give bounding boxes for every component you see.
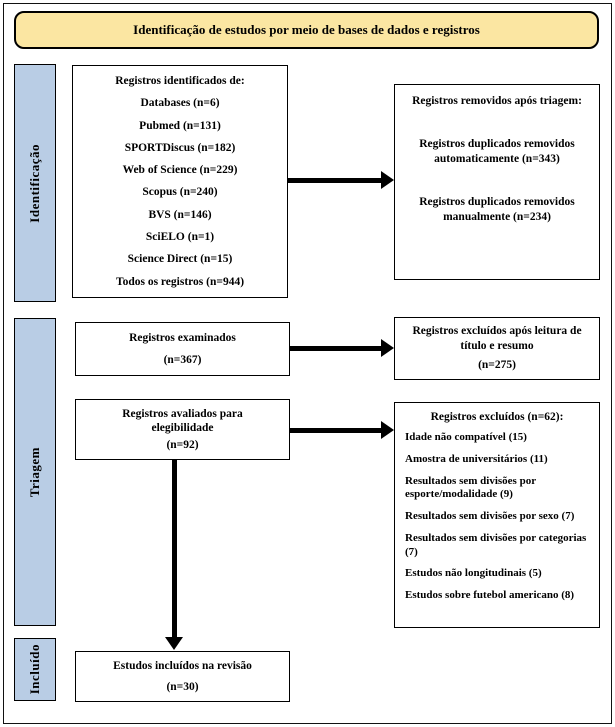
assessed-line1: Registros avaliados para elegibilidade [122, 407, 243, 435]
arrow-identified-to-removed [288, 171, 394, 190]
excluded-screening-line1: Registros excluídos após leitura de títu… [412, 325, 582, 352]
arrow-assessed-to-excluded [290, 421, 394, 440]
arrow-head-icon [165, 637, 183, 650]
arrow-shaft [290, 428, 382, 433]
excluded-reason: Estudos não longitudinais (5) [405, 567, 542, 580]
box-studies-included: Estudos incluídos na revisão (n=30) [75, 651, 290, 702]
excluded-eligibility-title: Registros excluídos (n=62): [430, 411, 564, 423]
stage-label-incluido: Incluído [14, 638, 56, 701]
page-title: Identificação de estudos por meio de bas… [133, 22, 480, 37]
identified-line: SciELO (n=1) [145, 231, 215, 244]
box-records-removed: Registros removidos após triagem: Regist… [394, 84, 600, 280]
excluded-reason: Idade não compatível (15) [405, 431, 527, 443]
identified-line: Science Direct (n=15) [127, 253, 233, 266]
box-records-identified: Registros identificados de: Databases (n… [72, 65, 288, 298]
excluded-reason: Resultados sem divisões por categorias (… [405, 531, 587, 558]
arrow-head-icon [381, 171, 394, 189]
identified-line: Databases (n=6) [140, 97, 220, 110]
examined-line2: (n=367) [163, 353, 202, 366]
identified-line: Todos os registros (n=944) [115, 275, 245, 288]
identified-line: Registros identificados de: [115, 74, 245, 87]
excluded-reason: Estudos sobre futebol americano (8) [405, 589, 575, 601]
removed-item: Registros duplicados removidos manualmen… [419, 195, 575, 223]
identified-line: Scopus (n=240) [142, 186, 218, 199]
stage-label-identificacao: Identificação [14, 64, 56, 302]
arrow-shaft [288, 178, 382, 183]
identified-line: Pubmed (n=131) [139, 119, 221, 132]
arrow-assessed-to-included [165, 460, 184, 650]
identified-line: Web of Science (n=229) [122, 164, 238, 177]
arrow-head-icon [381, 421, 394, 439]
excluded-screening-line2: (n=275) [478, 359, 516, 372]
box-excluded-title-abstract: Registros excluídos após leitura de títu… [394, 317, 600, 380]
excluded-reason: Resultados sem divisões por esporte/moda… [405, 474, 536, 501]
title-banner: Identificação de estudos por meio de bas… [14, 11, 599, 49]
box-assessed-eligibility: Registros avaliados para elegibilidade (… [75, 399, 290, 460]
box-excluded-eligibility: Registros excluídos (n=62): Idade não co… [394, 402, 600, 628]
arrow-shaft [290, 346, 382, 351]
arrow-shaft [172, 460, 177, 638]
removed-title: Registros removidos após triagem: [412, 95, 582, 107]
identified-line: BVS (n=146) [148, 208, 212, 221]
arrow-examined-to-excluded [290, 339, 394, 358]
stage-label-triagem-text: Triagem [27, 446, 42, 498]
arrow-head-icon [381, 339, 394, 357]
stage-label-triagem: Triagem [14, 318, 56, 626]
assessed-line2: (n=92) [166, 438, 199, 451]
included-line1: Estudos incluídos na revisão [113, 660, 252, 673]
included-line2: (n=30) [166, 680, 199, 693]
removed-item: Registros duplicados removidos automatic… [419, 138, 575, 165]
box-records-examined: Registros examinados (n=367) [75, 322, 290, 376]
excluded-reason: Amostra de universitários (11) [405, 452, 548, 465]
stage-label-identificacao-text: Identificação [27, 143, 42, 223]
stage-label-incluido-text: Incluído [27, 644, 42, 695]
identified-line: SPORTDiscus (n=182) [124, 141, 236, 154]
examined-line1: Registros examinados [129, 331, 236, 344]
excluded-reason: Resultados sem divisões por sexo (7) [405, 510, 575, 522]
outer-frame [3, 3, 612, 724]
